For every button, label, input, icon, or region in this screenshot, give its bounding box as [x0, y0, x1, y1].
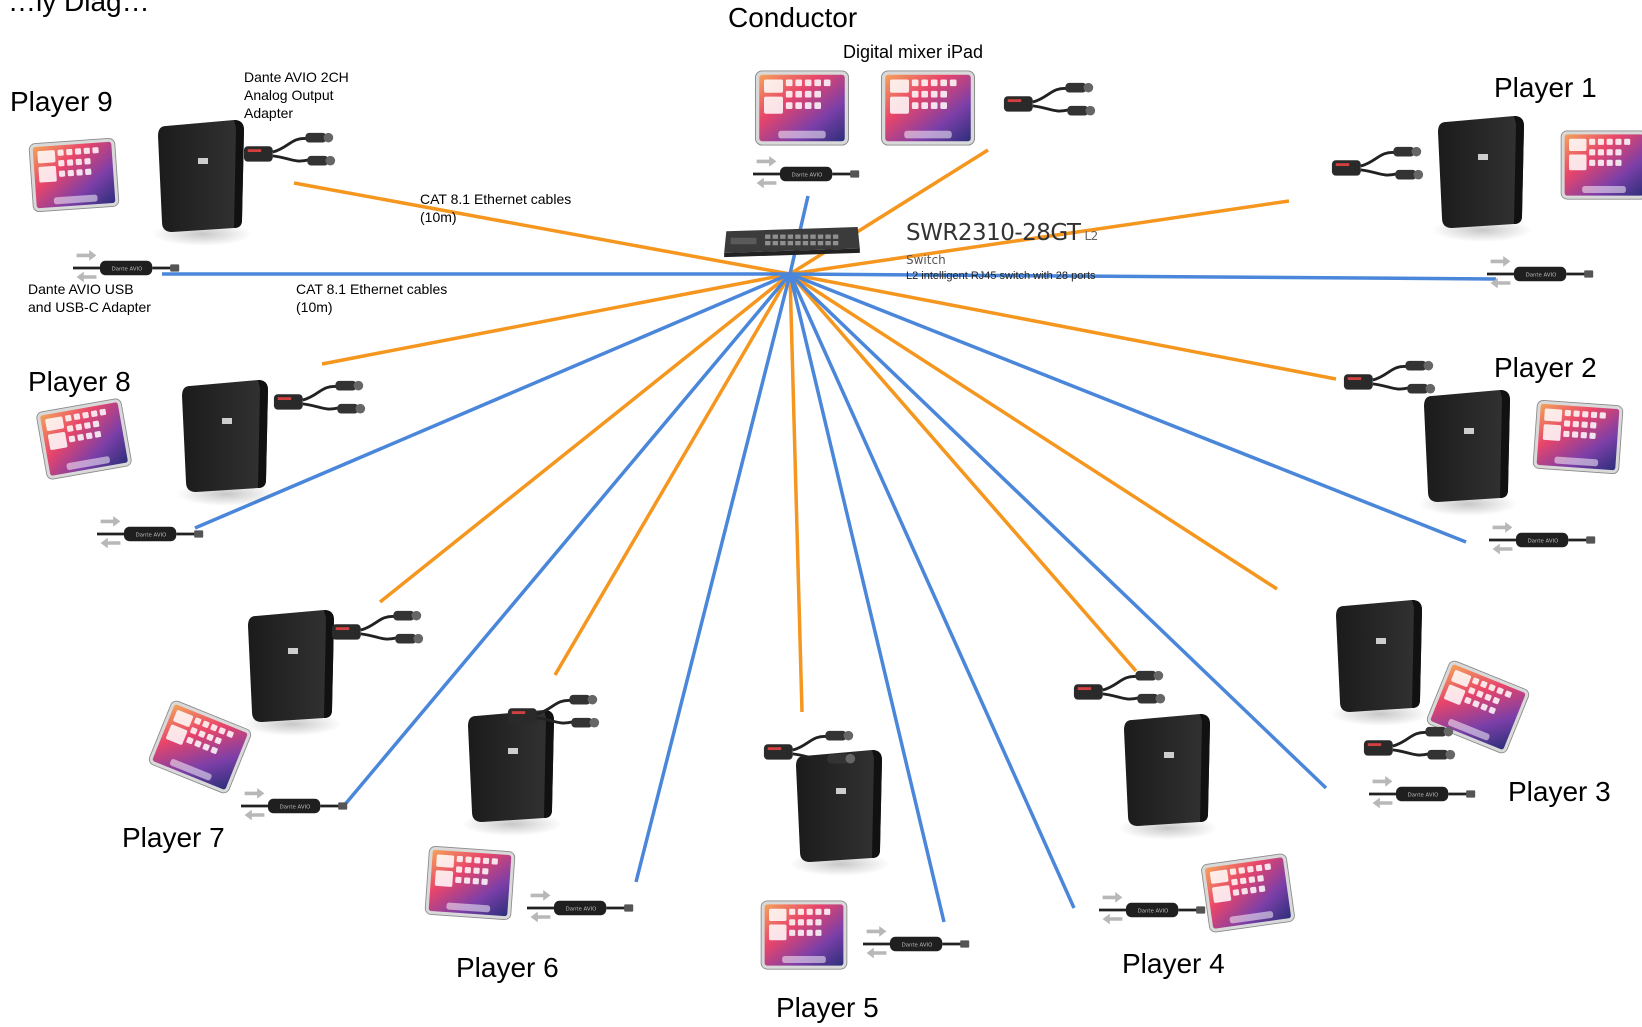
blue-cable-2 — [194, 272, 791, 530]
player-7-speaker-icon — [242, 610, 342, 736]
switch-tier: L2 — [1084, 229, 1098, 243]
player-6-speaker-icon — [462, 710, 562, 836]
usb-adapter-label: Dante AVIO USB and USB-C Adapter — [28, 281, 151, 315]
player-5-xlr-adapter-icon — [762, 729, 857, 765]
player-7-usb-adapter-icon — [240, 788, 349, 822]
conductor-label: Conductor — [728, 2, 858, 33]
player-6-ipad-icon — [424, 845, 516, 921]
player-3-label: Player 3 — [1508, 776, 1611, 807]
orange-cables — [293, 148, 1337, 713]
blue-cable-8 — [789, 272, 1467, 544]
blue-cable-9 — [789, 272, 1497, 281]
player-1-usb-adapter-icon — [1486, 256, 1595, 290]
player-3-speaker-icon — [1330, 600, 1430, 726]
player-4-label: Player 4 — [1122, 948, 1225, 979]
analog-adapter-label: Dante AVIO 2CH Analog Output Adapter — [244, 69, 349, 121]
network-switch-icon — [724, 227, 860, 258]
player-6-usb-adapter-icon — [526, 890, 635, 924]
player-2-xlr-adapter-icon — [1342, 359, 1437, 395]
orange-cable-3 — [378, 272, 792, 604]
player-7-xlr-adapter-icon — [330, 609, 425, 645]
player-3-xlr-adapter-icon — [1362, 725, 1457, 761]
player-1-xlr-adapter-icon — [1330, 145, 1425, 181]
player-4-ipad-icon — [1200, 852, 1296, 934]
player-9-speaker-icon — [152, 120, 252, 246]
blue-cable-5 — [788, 273, 946, 923]
player-5-ipad-icon — [760, 900, 848, 970]
player-6-label: Player 6 — [456, 952, 559, 983]
player-4-xlr-adapter-icon — [1072, 669, 1167, 705]
player-8-speaker-icon — [176, 380, 276, 506]
player-5-speaker-icon — [790, 750, 890, 876]
orange-cable-9 — [789, 199, 1290, 276]
header-partial: …ly Diag… — [8, 0, 150, 17]
cable-label-orange: CAT 8.1 Ethernet cables (10m) — [420, 191, 572, 225]
switch-description: L2 intelligent RJ45 switch with 28 ports — [906, 270, 1096, 282]
player-4-usb-adapter-icon — [1098, 892, 1207, 926]
blue-cable-7 — [788, 272, 1328, 790]
conductor-usb-adapter-icon — [752, 156, 861, 190]
orange-cable-4 — [553, 273, 792, 676]
player-2-label: Player 2 — [1494, 352, 1597, 383]
player-5-label: Player 5 — [776, 992, 879, 1023]
player-7-ipad-icon — [147, 698, 253, 796]
blue-cable-6 — [788, 273, 1076, 909]
player-7-label: Player 7 — [122, 822, 225, 853]
player-2-speaker-icon — [1418, 390, 1518, 516]
player-2-usb-adapter-icon — [1488, 522, 1597, 556]
player-1-speaker-icon — [1432, 116, 1532, 242]
player-3-ipad-icon — [1425, 658, 1531, 756]
orange-cable-5 — [788, 273, 804, 713]
orange-cable-8 — [789, 272, 1337, 381]
blue-cable-4 — [634, 273, 792, 883]
switch-type: Switch — [906, 253, 946, 267]
player-1-label: Player 1 — [1494, 72, 1597, 103]
mixer-ipad-icon — [880, 70, 976, 146]
mixer-xlr-adapter-icon — [1002, 81, 1097, 117]
player-9-label: Player 9 — [10, 86, 113, 117]
player-3-usb-adapter-icon — [1368, 776, 1477, 810]
orange-cable-6 — [788, 272, 1138, 673]
player-4-speaker-icon — [1118, 714, 1218, 840]
orange-cable-7 — [789, 272, 1278, 591]
player-6-xlr-adapter-icon — [506, 693, 601, 729]
player-2-ipad-icon — [1532, 399, 1624, 475]
player-8-usb-adapter-icon — [96, 516, 205, 550]
cable-label-blue: CAT 8.1 Ethernet cables (10m) — [296, 281, 448, 315]
mixer-label: Digital mixer iPad — [843, 42, 984, 62]
orange-cable-1 — [293, 181, 791, 276]
player-9-ipad-icon — [28, 137, 120, 213]
player-9-xlr-adapter-icon — [242, 131, 337, 167]
switch-model-name: SWR2310-28GT — [906, 220, 1081, 246]
player-8-ipad-icon — [35, 397, 133, 481]
player-8-xlr-adapter-icon — [272, 379, 367, 415]
orange-cable-2 — [321, 272, 791, 366]
conductor-ipad-icon — [754, 70, 850, 146]
player-5-usb-adapter-icon — [862, 926, 971, 960]
player-8-label: Player 8 — [28, 366, 131, 397]
player-1-ipad-icon — [1560, 130, 1642, 200]
player-9-usb-adapter-icon — [72, 250, 181, 284]
devices — [28, 70, 1642, 970]
blue-cables — [162, 195, 1497, 923]
blue-cable-3 — [340, 272, 792, 810]
